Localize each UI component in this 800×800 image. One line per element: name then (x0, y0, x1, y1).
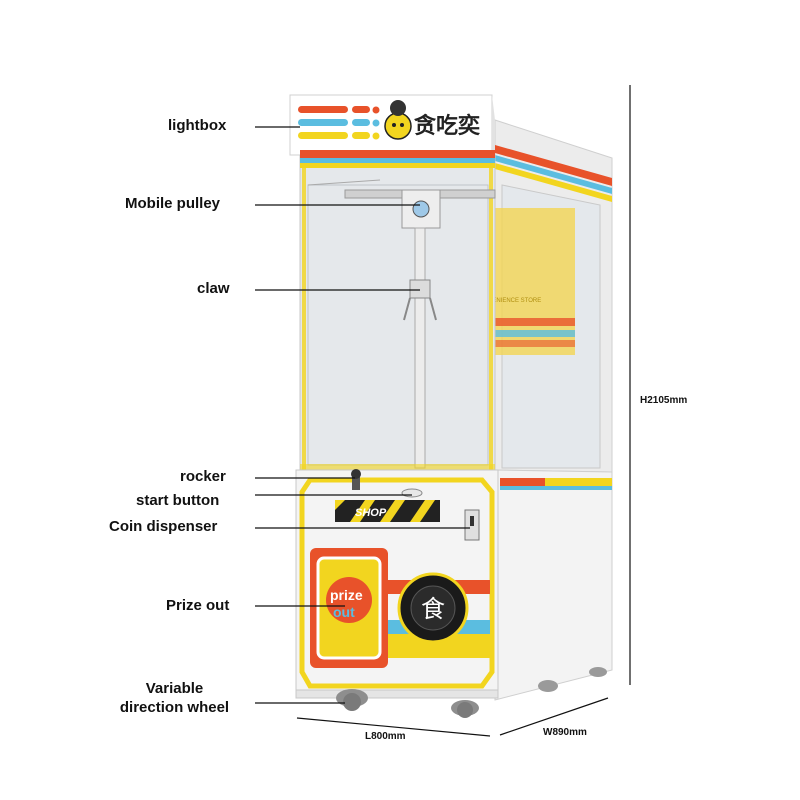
callout-wheel-line1: Variable (145, 680, 204, 697)
callout-start-button: start button (136, 492, 220, 509)
lightbox-brand-text: 贪吃奕 (414, 113, 480, 139)
dim-height-label: H2105mm (640, 395, 688, 406)
cabinet-side-lower (494, 469, 613, 701)
front-panel-frame (299, 477, 495, 689)
start-button-cap (401, 488, 423, 498)
callout-wheel: Variable direction wheel (102, 679, 247, 717)
dim-length-label: L800mm (365, 731, 406, 742)
prize-word-2: out (333, 604, 355, 620)
prize-word-1: prize (330, 587, 363, 603)
dim-width-label: W890mm (543, 727, 587, 738)
wheel-back-right (538, 680, 558, 692)
dim-length-line (296, 717, 491, 737)
front-glass (299, 154, 496, 471)
dim-width-line (499, 697, 609, 736)
callout-prize-out: Prize out (166, 597, 230, 614)
callout-lightbox: lightbox (168, 117, 227, 134)
wheel-back-far (589, 667, 607, 677)
shop-sign-text: SHOP (355, 507, 387, 519)
emblem-glyph: 食 (421, 595, 445, 623)
side-poster-text: CONVENIENCE STORE (475, 298, 541, 304)
claw-rod (414, 227, 426, 469)
callout-wheel-line2: direction wheel (119, 699, 230, 716)
rocker-joystick (352, 476, 360, 490)
mascot-logo (384, 112, 412, 140)
callout-claw: claw (197, 280, 230, 297)
callout-coin-dispenser: Coin dispenser (109, 518, 218, 535)
callout-mobile-pulley: Mobile pulley (125, 195, 221, 212)
callout-rocker: rocker (180, 468, 226, 485)
